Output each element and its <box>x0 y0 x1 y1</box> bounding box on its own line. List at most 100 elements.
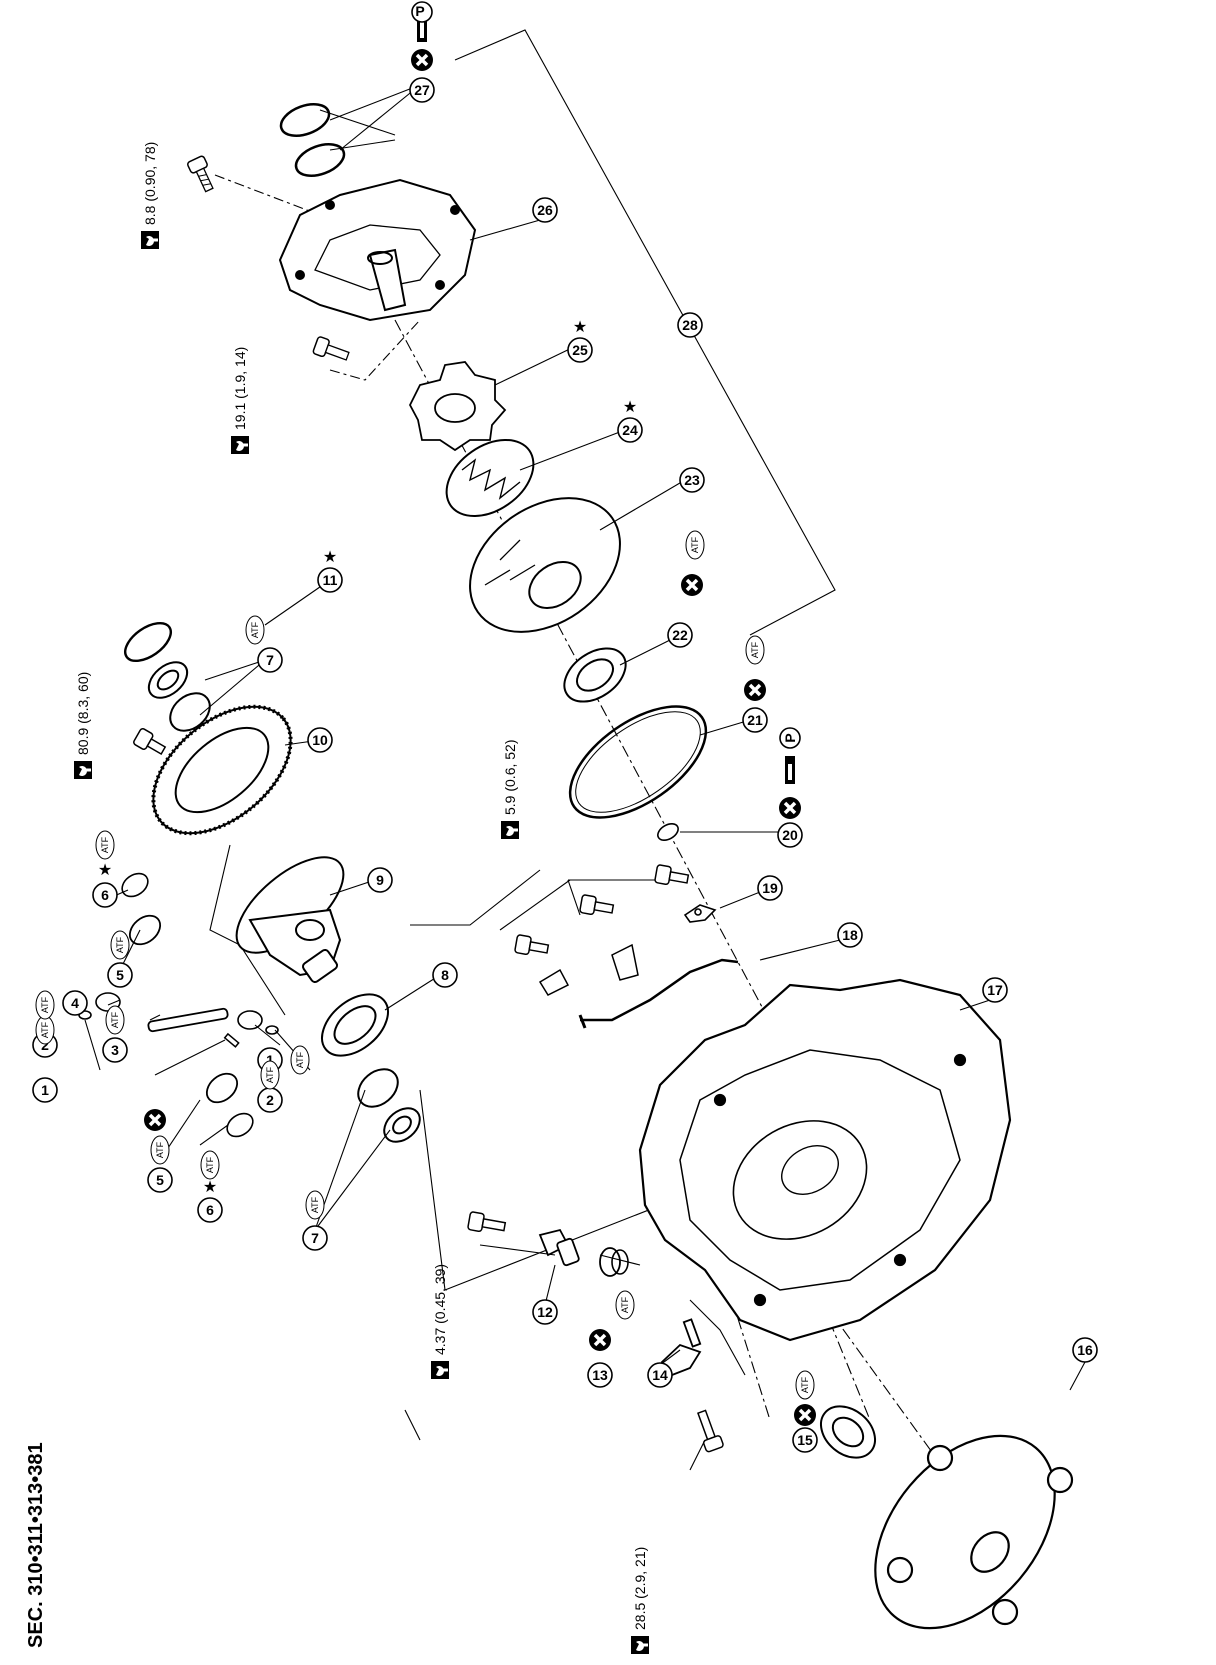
part-number-11: 11 <box>323 572 338 588</box>
part-number-3: 3 <box>111 1042 119 1058</box>
torque-value-t5: 4.37 (0.45, 39) <box>432 1264 448 1355</box>
clip-19 <box>683 904 717 923</box>
torque-value-t2: 19.1 (1.9, 14) <box>232 347 248 430</box>
no-reuse-icon-4 <box>142 1107 168 1133</box>
atf-badge-5b: ATF <box>155 1141 165 1158</box>
atf-badge-3: ATF <box>110 1011 120 1028</box>
lock-pin-4 <box>223 1032 240 1048</box>
no-reuse-icon-20 <box>777 795 803 821</box>
oil-pump-housing-23 <box>469 497 621 633</box>
part-number-14: 14 <box>652 1367 668 1383</box>
part-number-27: 27 <box>414 82 430 98</box>
part-number-5b: 5 <box>156 1172 164 1188</box>
part-number-26: 26 <box>537 202 553 218</box>
torque-value-t3: 80.9 (8.3, 60) <box>75 672 91 755</box>
atf-badge-2b: ATF <box>265 1066 275 1083</box>
washers-1-6 <box>78 872 279 1138</box>
no-reuse-icon-13 <box>587 1327 613 1353</box>
part-number-2b: 2 <box>266 1092 274 1108</box>
section-code: SEC. 310•311•313•381 <box>25 1442 47 1648</box>
part-number-17: 17 <box>987 982 1003 998</box>
bolt-19-1 <box>312 336 350 361</box>
part-number-13: 13 <box>592 1367 608 1383</box>
torque-spec-t5: 4.37 (0.45, 39) <box>431 1264 449 1379</box>
part-number-1a: 1 <box>41 1082 49 1098</box>
atf-badge-6b: ATF <box>205 1156 215 1173</box>
atf-badge-6a: ATF <box>100 836 110 853</box>
converter-housing-17 <box>638 978 1012 1342</box>
part-number-8: 8 <box>441 967 449 983</box>
star-24: ★ <box>623 399 637 416</box>
speedometer-pinion-12 <box>538 1228 621 1277</box>
part-number-6b: 6 <box>206 1202 214 1218</box>
star-11: ★ <box>323 549 337 566</box>
star-6b: ★ <box>203 1179 217 1196</box>
atf-badge-1b: ATF <box>295 1051 305 1068</box>
part-number-2a: 2 <box>41 1037 49 1053</box>
atf-badge-22: ATF <box>690 536 700 553</box>
atf-badge-13: ATF <box>620 1296 630 1313</box>
side-gears-5 <box>128 914 239 1104</box>
torque-spec-t2: 19.1 (1.9, 14) <box>231 347 249 454</box>
atf-badge-1a: ATF <box>40 1021 50 1038</box>
part-number-7b: 7 <box>311 1230 319 1246</box>
oil-seal-15 <box>820 1405 876 1459</box>
star-25: ★ <box>573 319 587 336</box>
star-marks: ★ ★ ★ ★ ★ <box>98 319 637 1196</box>
snap-rings-27 <box>279 103 346 177</box>
shim-11 <box>124 621 172 663</box>
pinion-shaft-3 <box>147 1007 229 1033</box>
torque-spec-t4: 5.9 (0.6, 52) <box>501 740 519 839</box>
part-number-16: 16 <box>1077 1342 1093 1358</box>
seal-ring-13 <box>611 1249 629 1275</box>
part-number-5a: 5 <box>116 967 124 983</box>
p-mark-27: P <box>415 3 424 19</box>
part-number-24: 24 <box>622 422 638 438</box>
oil-seal-22 <box>563 647 627 703</box>
outer-gear-24 <box>445 438 535 518</box>
no-reuse-icon-21 <box>742 677 768 703</box>
torque-spec-t3: 80.9 (8.3, 60) <box>74 672 92 779</box>
part-number-6a: 6 <box>101 887 109 903</box>
no-reuse-icon-22 <box>679 572 705 598</box>
no-reuse-icon-27 <box>409 47 435 73</box>
bolt-4-37 <box>467 1211 507 1233</box>
bracket-line-28 <box>454 29 836 636</box>
part-number-4: 4 <box>71 995 79 1011</box>
atf-badge-5a: ATF <box>115 936 125 953</box>
seal-20 <box>657 823 679 841</box>
torque-spec-t6: 28.5 (2.9, 21) <box>631 1547 649 1654</box>
atf-badge-15: ATF <box>800 1376 810 1393</box>
bolts-5-9 <box>514 864 690 996</box>
atf-badge-7b: ATF <box>310 1196 320 1213</box>
differential-case-9 <box>235 856 345 984</box>
section-code-text: SEC. 310•311•313•381 <box>25 1442 47 1648</box>
part-number-1b: 1 <box>266 1052 274 1068</box>
part-number-25: 25 <box>572 342 588 358</box>
speedometer-gear-8 <box>321 993 389 1057</box>
torque-value-t1: 8.8 (0.90, 78) <box>142 142 158 225</box>
p-mark-20: P <box>782 733 798 742</box>
atf-badge-7a: ATF <box>250 621 260 638</box>
torque-converter-16 <box>874 1434 1074 1630</box>
bolt-8-8 <box>187 155 214 193</box>
atf-badge-21: ATF <box>750 641 760 658</box>
no-reuse-icon-15 <box>792 1402 818 1428</box>
part-number-22: 22 <box>672 627 688 643</box>
atf-badges: ATF ATF ATF ATF ATF ATF ATF ATF ATF ATF … <box>35 530 815 1400</box>
part-number-19: 19 <box>762 880 778 896</box>
part-number-23: 23 <box>684 472 700 488</box>
torque-value-t6: 28.5 (2.9, 21) <box>632 1547 648 1630</box>
torque-value-t4: 5.9 (0.6, 52) <box>502 740 518 816</box>
part-number-12: 12 <box>537 1304 553 1320</box>
o-ring-21 <box>568 705 708 819</box>
bearing-7-lower <box>357 1068 421 1143</box>
part-number-20: 20 <box>782 827 798 843</box>
star-6a: ★ <box>98 862 112 879</box>
torque-spec-t1: 8.8 (0.90, 78) <box>141 142 159 249</box>
atf-badge-2a: ATF <box>40 996 50 1013</box>
part-number-labels: 1 1 2 2 3 4 5 5 6 6 7 7 8 9 10 11 12 13 … <box>41 82 1093 1448</box>
part-number-18: 18 <box>842 927 858 943</box>
grease-marks: P P <box>411 1 801 784</box>
